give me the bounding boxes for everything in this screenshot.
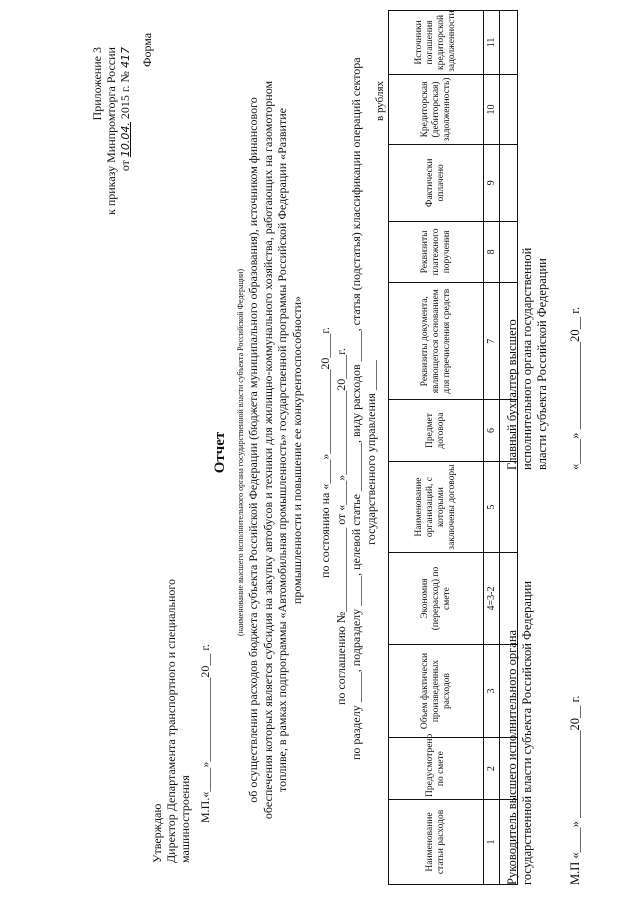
approval-block: Утверждаю Директор Департамента транспор…	[150, 579, 212, 863]
column-number: 9	[483, 144, 500, 222]
accountant-title-3: власти субъекта Российской Федерации	[535, 258, 549, 470]
col-header: Предусмотрено по смете	[388, 734, 484, 800]
table-cell	[499, 10, 518, 75]
annex-order: к приказу Минпромторга России	[104, 47, 118, 215]
column-number: 2	[483, 737, 500, 800]
document-title: Отчет	[212, 431, 228, 474]
column-number: 8	[483, 221, 500, 283]
table-cell	[499, 461, 518, 553]
column-number: 3	[483, 644, 500, 738]
approve-title: Утверждаю	[150, 803, 164, 863]
accountant-title-2: исполнительного органа государственной	[520, 247, 534, 470]
col-header: Фактически оплачено	[388, 144, 484, 222]
table-header-row: Наименование статьи расходов Предусмотре…	[388, 10, 484, 885]
report-description: об осуществлении расходов бюджета субъек…	[246, 80, 304, 820]
agreement-line: по соглашению №______________ от «____»_…	[334, 348, 348, 705]
head-title-2: государственной власти субъекта Российск…	[520, 580, 534, 885]
annex-title: Приложение 3	[90, 47, 104, 121]
accountant-date: «____» ______________20__ г.	[568, 306, 582, 470]
units-label: в рублях	[374, 80, 386, 121]
col-header: Наименование статьи расходов	[388, 799, 484, 885]
annex-block: Приложение 3 к приказу Минпромторга Росс…	[90, 47, 133, 215]
col-header: Предмет договора	[388, 399, 484, 462]
column-number: 10	[483, 74, 500, 145]
classification-line-2: государственного управления _____	[364, 360, 378, 545]
approve-department: машиностроения	[178, 775, 192, 863]
accountant-title: Главный бухгалтер высшего	[505, 319, 519, 470]
table-cell	[499, 74, 518, 145]
col-header: Объем фактически произведенных расходов	[388, 644, 484, 738]
col-header: Кредиторская (дебиторская) задолженность…	[388, 74, 484, 145]
col-header: Источники погашения кредиторской задолже…	[388, 10, 484, 75]
report-table: Наименование статьи расходов Предусмотре…	[388, 10, 518, 885]
col-header: Экономия (перерасход) по смете	[388, 552, 484, 645]
col-header: Реквизиты платежного поручения	[388, 221, 484, 283]
annex-date: от 10.04. 2015 г. № 417	[118, 47, 132, 172]
approve-stamp-date: М.П.«____»______________20__ г.	[198, 644, 212, 823]
col-header: Наименование организаций, с которыми зак…	[388, 461, 484, 553]
column-number-row: 1 2 3 4=3-2 5 6 7 8 9 10 11	[483, 10, 500, 885]
head-signature-block: Руководитель высшего исполнительного орг…	[505, 581, 535, 885]
head-stamp-date: М.П «____» ______________20__ г.	[568, 695, 582, 885]
column-number: 4=3-2	[483, 552, 500, 645]
column-number: 7	[483, 282, 500, 400]
column-number: 1	[483, 799, 500, 885]
approve-position: Директор Департамента транспортного и сп…	[164, 578, 178, 863]
head-title: Руководитель высшего исполнительного орг…	[505, 629, 519, 885]
organ-name-note: (наименование высшего исполнительного ор…	[236, 268, 245, 637]
column-number: 6	[483, 399, 500, 462]
col-header: Реквизиты документа, являющегося основан…	[388, 282, 484, 400]
table-cell	[499, 144, 518, 222]
accountant-signature-block: Главный бухгалтер высшего исполнительног…	[505, 248, 550, 470]
handwritten-date: 10.04.	[119, 122, 132, 158]
form-label: Форма	[140, 32, 154, 67]
handwritten-number: 417	[119, 47, 132, 69]
column-number: 11	[483, 10, 500, 75]
column-number: 5	[483, 461, 500, 553]
classification-line: по разделу _____, подразделу _____, целе…	[349, 57, 363, 760]
as-of-date: по состоянию на «____»______________20__…	[318, 327, 332, 578]
